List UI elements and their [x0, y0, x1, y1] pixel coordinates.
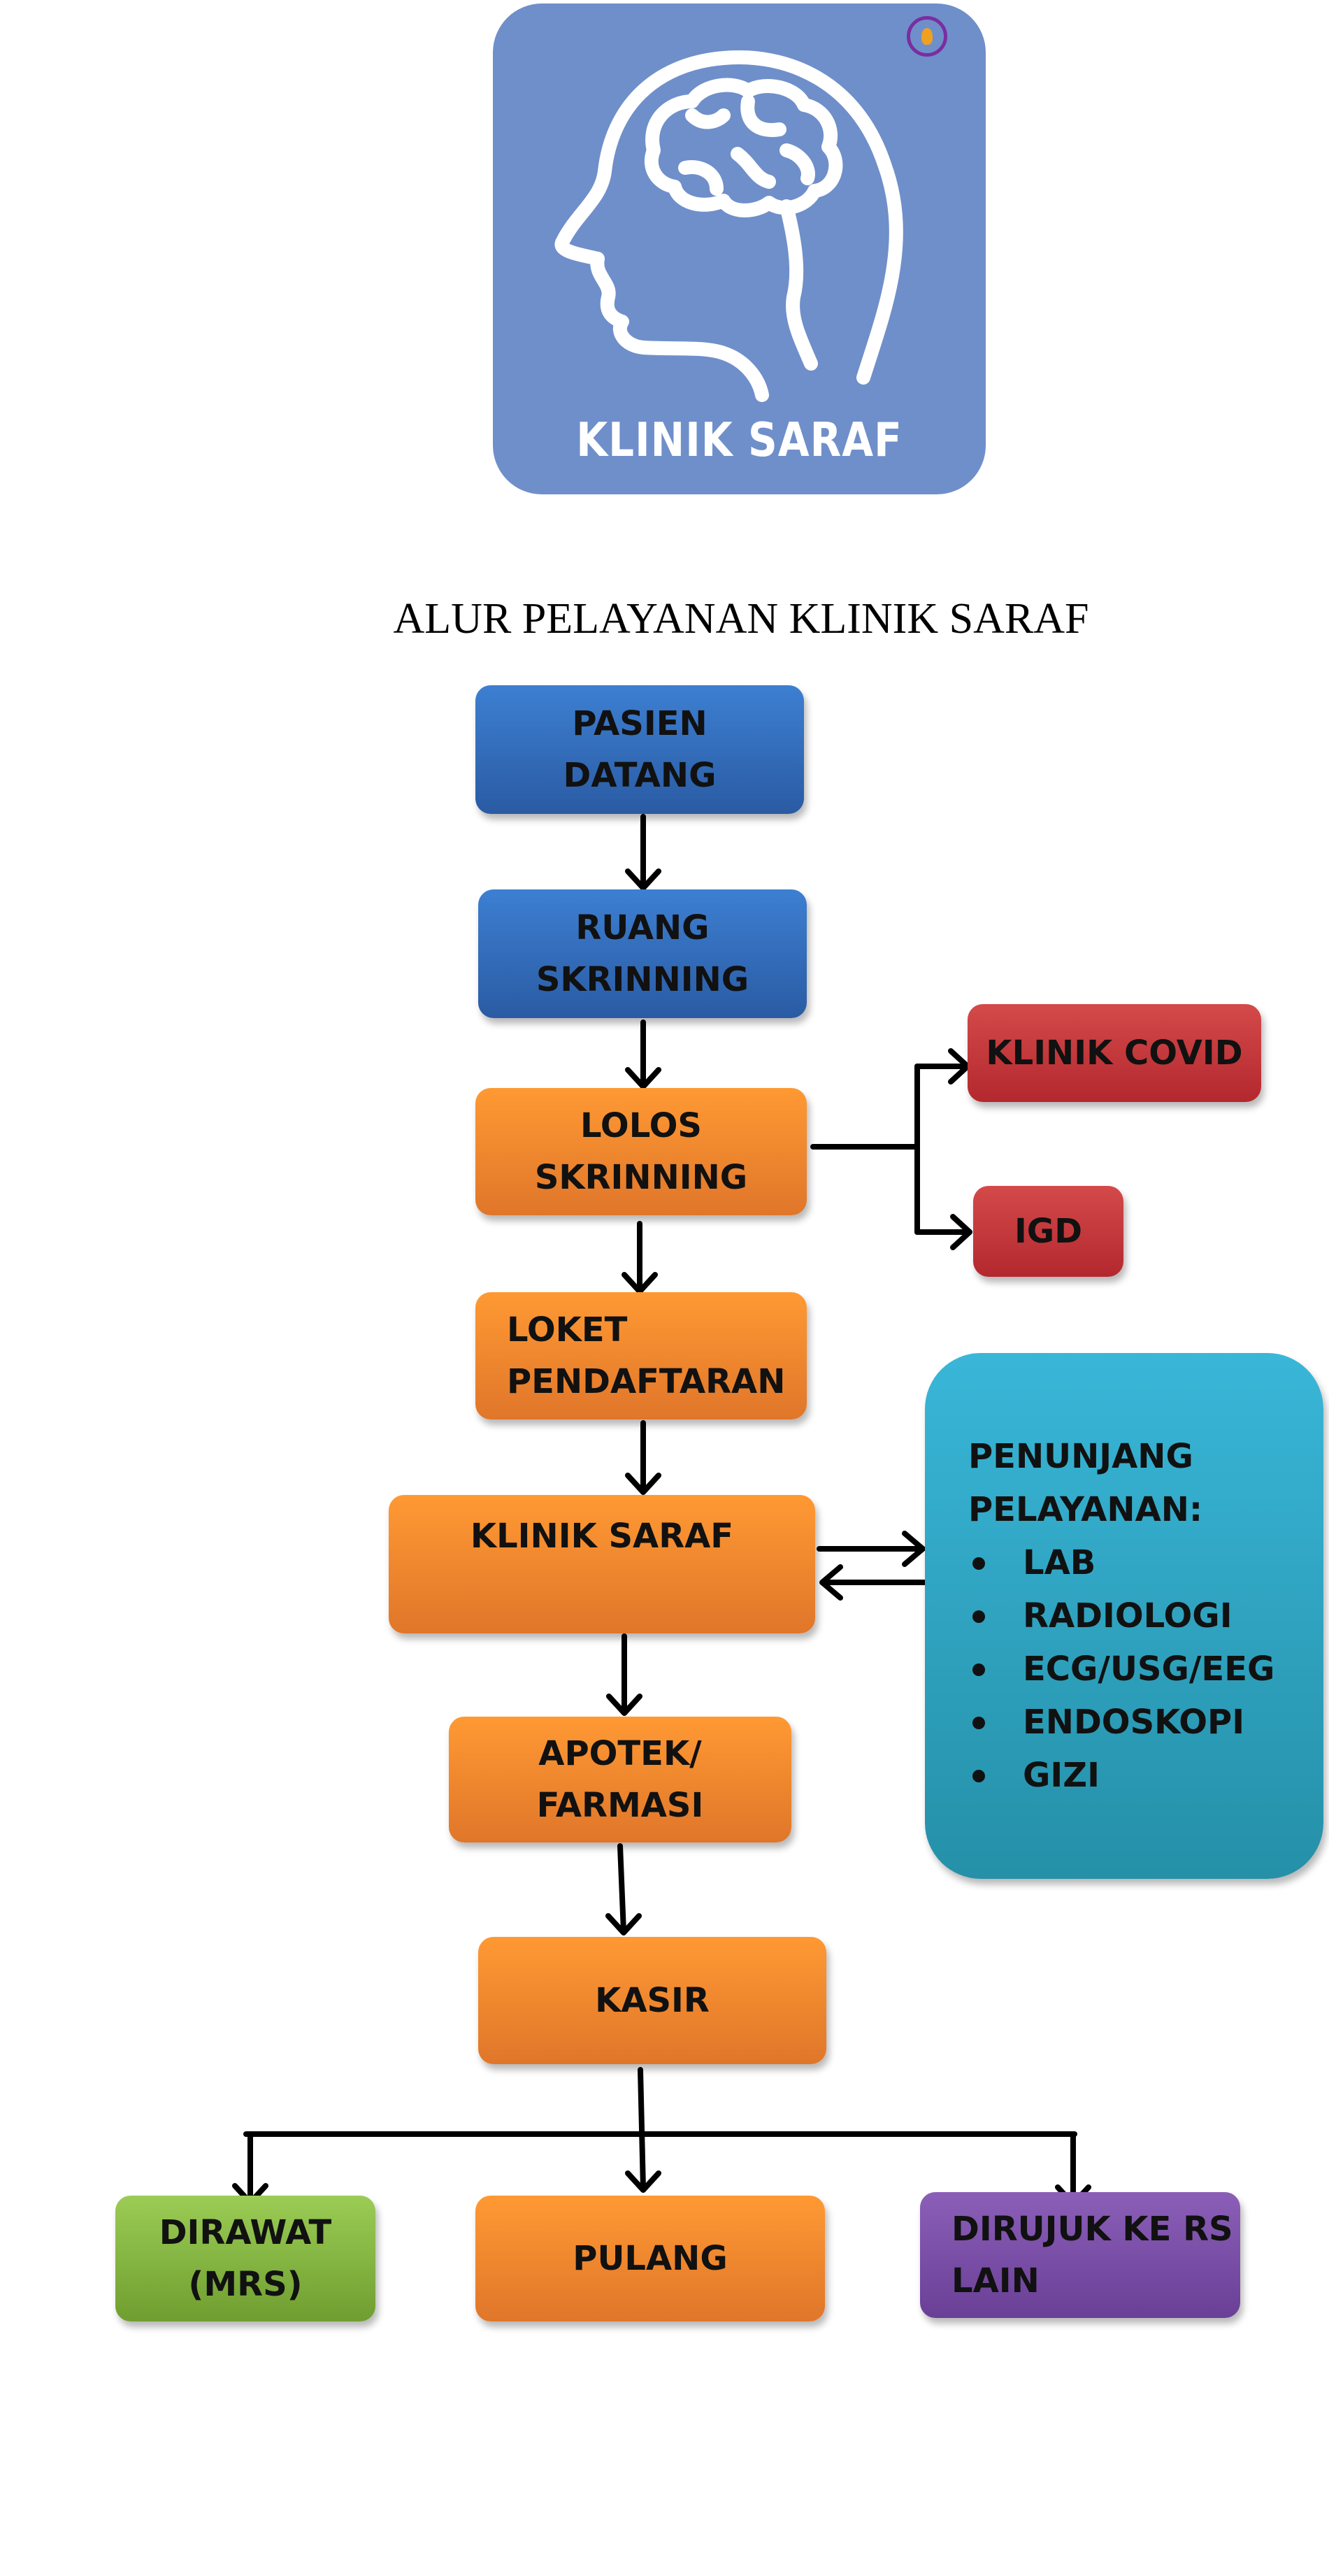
node-dirawat: DIRAWAT (MRS)	[115, 2196, 375, 2321]
penunjang-item: ENDOSKOPI	[968, 1696, 1323, 1749]
node-pulang: PULANG	[475, 2196, 825, 2321]
node-igd: IGD	[973, 1186, 1123, 1277]
node-loket-pendaftaran: LOKET PENDAFTARAN	[475, 1292, 807, 1419]
penunjang-item: ECG/USG/EEG	[968, 1643, 1323, 1696]
node-apotek-farmasi: APOTEK/ FARMASI	[449, 1717, 791, 1842]
node-pasien-datang: PASIEN DATANG	[475, 685, 804, 814]
penunjang-item: RADIOLOGI	[968, 1589, 1323, 1643]
node-kasir: KASIR	[478, 1937, 826, 2064]
arrow-kasir-outcomes	[638, 2067, 646, 2191]
penunjang-title: PENUNJANG PELAYANAN:	[968, 1437, 1203, 1529]
node-lolos-skrinning: LOLOS SKRINNING	[475, 1088, 807, 1215]
logo-label: KLINIK SARAF	[576, 412, 903, 468]
brain-head-icon	[554, 50, 903, 402]
node-klinik-covid: KLINIK COVID	[968, 1004, 1261, 1102]
node-dirujuk: DIRUJUK KE RS LAIN	[920, 2192, 1240, 2318]
penunjang-item: LAB	[968, 1536, 1323, 1589]
page-title: ALUR PELAYANAN KLINIK SARAF	[393, 595, 1089, 643]
node-penunjang-pelayanan: PENUNJANG PELAYANAN: LAB RADIOLOGI ECG/U…	[925, 1353, 1323, 1879]
clinic-logo: KLINIK SARAF	[493, 3, 986, 494]
penunjang-item: GIZI	[968, 1749, 1323, 1802]
node-klinik-saraf: KLINIK SARAF	[389, 1495, 815, 1633]
penunjang-list: LAB RADIOLOGI ECG/USG/EEG ENDOSKOPI GIZI	[968, 1536, 1323, 1802]
badge-icon	[907, 16, 947, 57]
arrow-apotek-kasir	[617, 1843, 626, 1934]
node-ruang-skrinning: RUANG SKRINNING	[478, 889, 807, 1018]
